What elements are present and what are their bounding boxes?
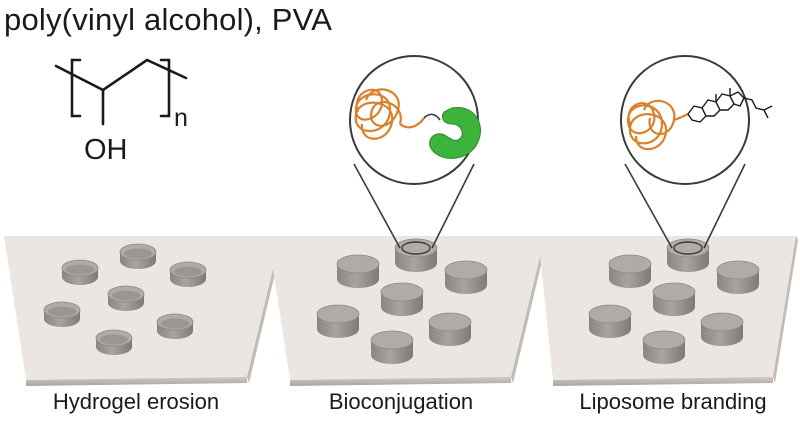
well xyxy=(370,330,414,364)
well xyxy=(666,238,710,272)
plate-edge xyxy=(553,377,773,386)
right-bracket xyxy=(159,58,171,118)
well xyxy=(588,304,632,338)
cholesterol-icon xyxy=(687,88,773,123)
well xyxy=(107,285,145,311)
caption-hydrogel-erosion: Hydrogel erosion xyxy=(52,389,220,414)
well xyxy=(380,282,424,316)
pva-structure xyxy=(54,58,188,126)
well xyxy=(394,238,438,272)
plate-edge xyxy=(26,377,247,386)
plate-edge xyxy=(290,377,511,386)
caption-liposome-branding: Liposome branding xyxy=(579,389,767,414)
repeat-subscript: n xyxy=(174,104,188,132)
well xyxy=(119,243,157,269)
zoom-target-ring xyxy=(673,241,703,255)
diagram-title: poly(vinyl alcohol), PVA xyxy=(4,2,333,37)
well xyxy=(642,330,686,364)
well xyxy=(716,260,760,294)
well xyxy=(316,304,360,338)
zoom-circle xyxy=(620,55,750,185)
well xyxy=(608,254,652,288)
polymer-coil xyxy=(626,99,689,151)
well xyxy=(95,329,133,355)
well xyxy=(428,312,472,346)
well xyxy=(169,261,207,287)
backbone xyxy=(54,58,188,92)
well xyxy=(336,254,380,288)
polymer-coil xyxy=(354,88,425,140)
well xyxy=(156,313,194,339)
protein-icon xyxy=(429,107,481,159)
hydroxyl-label: OH xyxy=(84,134,128,166)
well xyxy=(652,282,696,316)
well xyxy=(444,260,488,294)
well xyxy=(700,312,744,346)
wells-layer xyxy=(43,238,760,364)
caption-bioconjugation: Bioconjugation xyxy=(328,389,474,414)
zoom-callout-bioconjugation xyxy=(349,55,481,249)
zoom-callout-liposome xyxy=(620,55,773,249)
zoom-target-ring xyxy=(401,241,431,255)
left-bracket xyxy=(70,58,82,118)
well xyxy=(61,259,99,285)
well xyxy=(43,301,81,327)
